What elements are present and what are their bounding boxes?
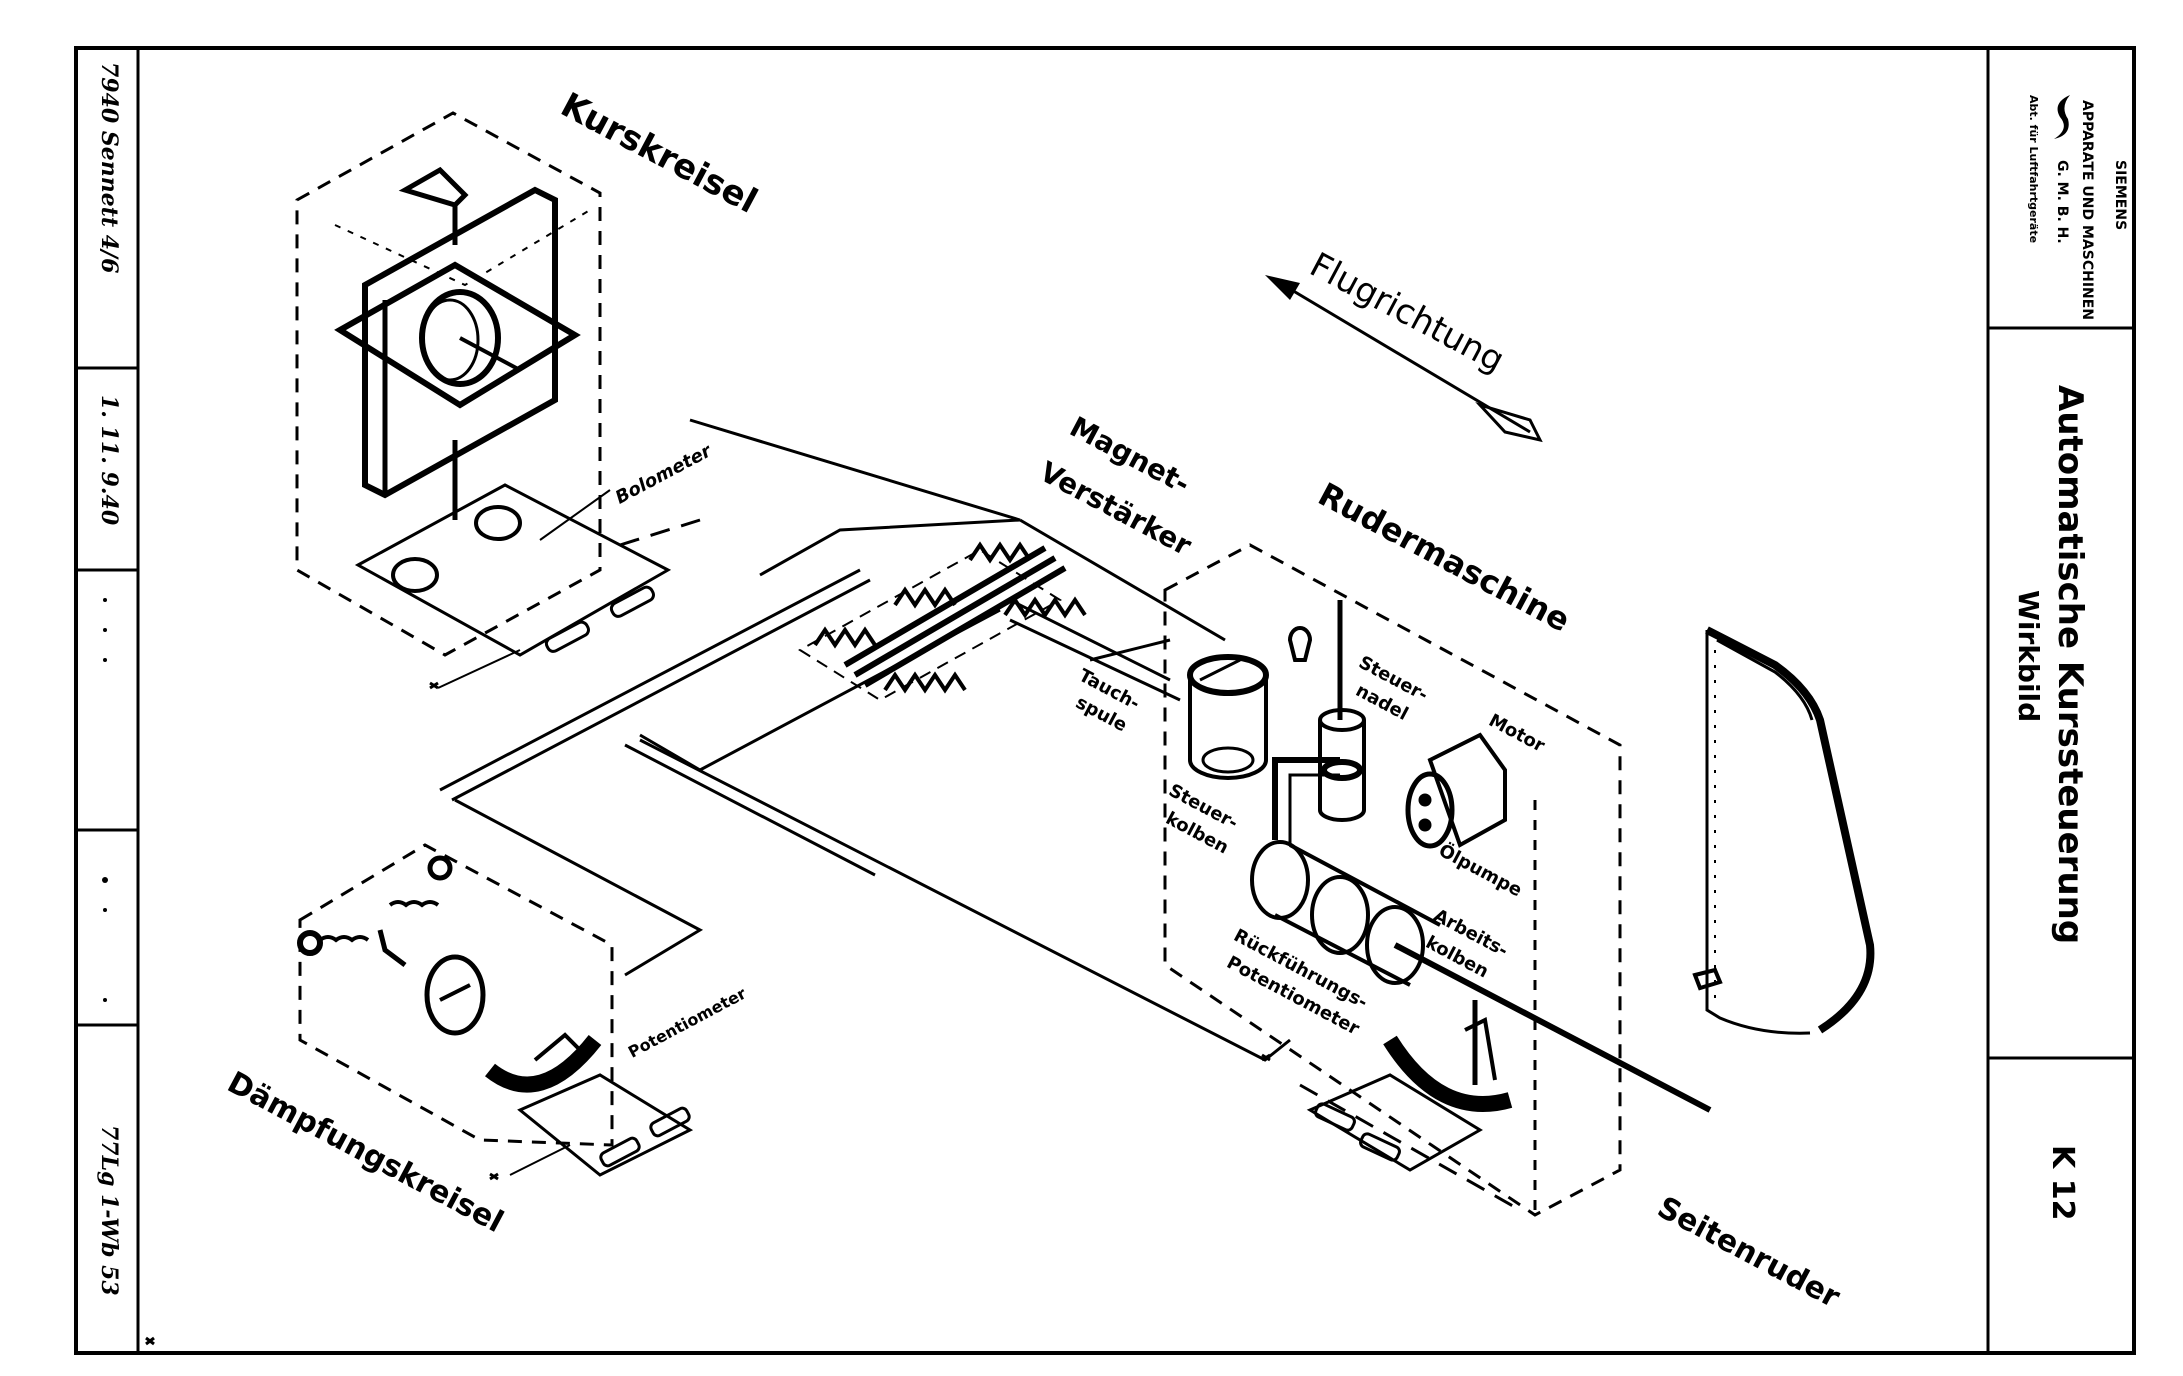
- magnetic-amplifier: [798, 541, 1087, 702]
- margin-note-top: 7940 Sennett 4/6: [96, 62, 122, 274]
- daempfungskreisel-gyro: [297, 843, 694, 1177]
- company-name-line3: G. M. B. H.: [2054, 160, 2070, 244]
- siemens-logo-icon: [2054, 95, 2070, 139]
- drawing-subtitle: Wirkbild: [2012, 590, 2045, 723]
- rudder-servo-unit: [1163, 543, 1712, 1217]
- margin-dots: [102, 598, 108, 1002]
- drawing-number: K 12: [2045, 1145, 2080, 1221]
- wiring: [439, 418, 1291, 1062]
- margin-note-date: 1. 11. 9.40: [96, 395, 122, 526]
- drawing-title: Automatische Kurssteuerung: [2050, 385, 2090, 945]
- company-name-line2: APPARATE UND MASCHINEN: [2079, 100, 2095, 321]
- kurskreisel-gyro: [295, 111, 701, 689]
- drawing-frame: [74, 46, 2136, 1355]
- company-name-siemens: SIEMENS: [2112, 160, 2128, 231]
- company-department: Abt. für Luftfahrtgeräte: [2027, 95, 2040, 244]
- cross-markers: [145, 681, 1271, 1346]
- flight-direction-arrow-icon: [1265, 275, 1543, 443]
- rudder-surface: [1692, 626, 1875, 1035]
- margin-reference-number: 77Lg 1-Wb 53: [96, 1125, 122, 1296]
